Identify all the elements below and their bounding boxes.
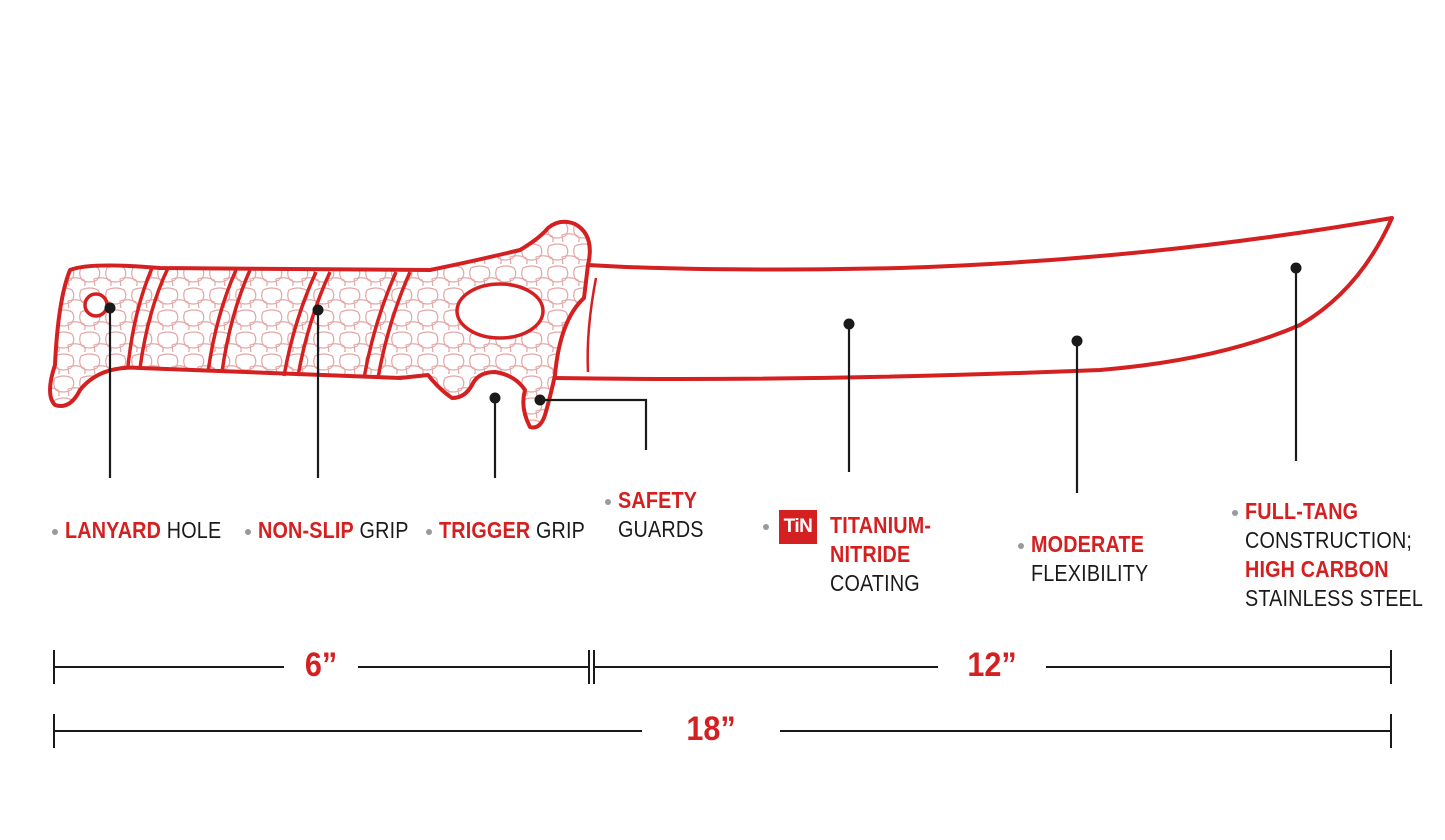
fulltang-accent-line2: HIGH CARBON xyxy=(1245,556,1389,582)
titanium-accent-line1: TITANIUM- xyxy=(830,512,932,538)
nonslip-accent: NON-SLIP xyxy=(258,517,354,543)
trigger-grip-label: TRIGGER GRIP xyxy=(439,516,585,545)
handle-outline xyxy=(48,219,592,430)
handle-oval-cutout xyxy=(455,282,545,340)
safety-guards-label: SAFETY GUARDS xyxy=(618,486,704,544)
full-tang-label: FULL-TANG CONSTRUCTION; HIGH CARBON STAI… xyxy=(1245,497,1423,613)
moderate-accent: MODERATE xyxy=(1031,531,1145,557)
fulltang-bullet xyxy=(1232,510,1238,516)
grip-bands xyxy=(126,267,412,379)
tin-badge-icon: TiN xyxy=(779,510,817,544)
titanium-rest: COATING xyxy=(830,570,920,596)
moderate-bullet xyxy=(1018,543,1024,549)
safety-rest: GUARDS xyxy=(618,516,704,542)
moderate-flexibility-label: MODERATE FLEXIBILITY xyxy=(1031,530,1148,588)
nonslip-bullet xyxy=(245,529,251,535)
titanium-bullet xyxy=(763,524,769,530)
lanyard-bullet xyxy=(52,529,58,535)
dimension-lines xyxy=(53,650,1392,748)
safety-accent: SAFETY xyxy=(618,487,698,513)
trigger-accent: TRIGGER xyxy=(439,517,531,543)
lanyard-hole-label: LANYARD HOLE xyxy=(65,516,221,545)
blade-outline xyxy=(554,216,1394,381)
leader-dots xyxy=(104,262,1302,406)
lanyard-accent: LANYARD xyxy=(65,517,162,543)
lanyard-hole xyxy=(83,292,109,318)
handle-length-label: 6” xyxy=(304,646,338,684)
guard-line xyxy=(586,277,598,373)
titanium-nitride-label: TITANIUM- NITRIDE COATING xyxy=(830,511,931,598)
lanyard-rest: HOLE xyxy=(166,517,222,543)
fulltang-accent-line1: FULL-TANG xyxy=(1245,498,1359,524)
nonslip-rest: GRIP xyxy=(359,517,409,543)
leader-lines xyxy=(108,268,1298,493)
total-length-label: 18” xyxy=(686,710,736,748)
fulltang-rest-line1: CONSTRUCTION; xyxy=(1245,527,1413,553)
titanium-accent-line2: NITRIDE xyxy=(830,541,911,567)
fulltang-rest-line2: STAINLESS STEEL xyxy=(1245,585,1424,611)
blade-length-label: 12” xyxy=(967,646,1017,684)
trigger-rest: GRIP xyxy=(535,517,586,543)
safety-bullet xyxy=(605,499,611,505)
moderate-rest: FLEXIBILITY xyxy=(1031,560,1149,586)
nonslip-grip-label: NON-SLIP GRIP xyxy=(258,516,409,545)
trigger-bullet xyxy=(426,529,432,535)
